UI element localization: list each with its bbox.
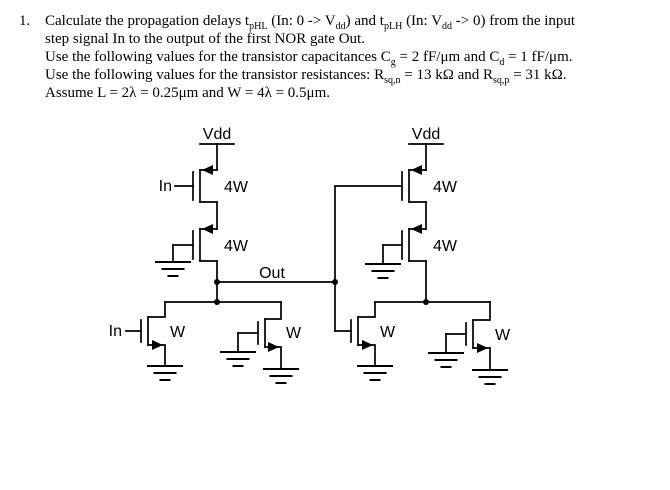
pmos-p1-symbol — [174, 165, 218, 203]
ground-symbol — [155, 261, 191, 277]
ground-symbol — [147, 365, 183, 381]
ground-symbol — [220, 351, 256, 367]
pmos-p3-symbol — [334, 165, 427, 203]
p2-pmos-arrow — [202, 224, 213, 234]
problem-line-1: Calculate the propagation delays tpHL (I… — [45, 13, 576, 32]
p1-size-label: 4W — [224, 179, 249, 196]
nmos-n3-symbol — [334, 301, 376, 367]
problem-statement: 1. Calculate the propagation delays tpHL… — [19, 12, 659, 102]
n2-drain-lead — [264, 301, 282, 320]
p4-size-label: 4W — [433, 238, 458, 255]
problem-text: Calculate the propagation delays tpHL (I… — [45, 12, 659, 102]
p3-pmos-arrow — [411, 165, 422, 175]
nmos-n1-symbol — [125, 301, 166, 367]
in-label-pmos1: In — [159, 178, 172, 195]
n4-source-lead — [472, 347, 491, 371]
problem-line-3: Use the following values for the transis… — [45, 49, 573, 68]
n4-nmos-arrow — [477, 343, 488, 353]
n2-nmos-arrow — [268, 342, 279, 352]
nmos-n2-symbol — [237, 301, 282, 370]
p3-size-label: 4W — [433, 179, 458, 196]
n4-size-label: W — [495, 327, 511, 344]
in-label-nmos1: In — [109, 323, 122, 340]
nmos-n4-symbol — [445, 301, 491, 371]
n3-source-lead — [357, 344, 376, 367]
out-label: Out — [259, 265, 285, 282]
junction-dot — [214, 279, 220, 285]
pmos-p4-symbol — [382, 224, 427, 265]
n2-source-lead — [264, 346, 282, 370]
problem-line-4: Use the following values for the transis… — [45, 67, 567, 86]
n1-drain-lead — [147, 301, 166, 318]
nor-gate-1: Vdd In 4W 4W Out — [109, 126, 338, 384]
n1-nmos-arrow — [152, 340, 163, 350]
p2-size-label: 4W — [224, 238, 249, 255]
n1-size-label: W — [170, 324, 186, 341]
vdd1-label: Vdd — [203, 126, 231, 143]
ground-symbol — [428, 352, 464, 368]
problem-number: 1. — [19, 13, 31, 29]
n4-drain-lead — [472, 301, 491, 321]
pmos-p2-symbol — [172, 224, 218, 263]
p4-pmos-arrow — [411, 224, 422, 234]
n2-size-label: W — [286, 325, 302, 342]
problem-line-5: Assume L = 2λ = 0.25μm and W = 4λ = 0.5μ… — [45, 85, 331, 101]
ground-symbol — [263, 368, 299, 384]
ground-symbol — [357, 365, 393, 381]
n3-size-label: W — [380, 324, 396, 341]
p1-pmos-arrow — [202, 165, 213, 175]
ground-symbol — [472, 369, 508, 385]
nor-gate-2: Vdd 4W 4W — [334, 126, 511, 385]
vdd2-label: Vdd — [412, 126, 440, 143]
ground-symbol — [365, 263, 401, 279]
n3-nmos-arrow — [362, 340, 373, 350]
n3-drain-lead — [357, 301, 376, 318]
problem-line-2: step signal In to the output of the firs… — [45, 31, 365, 47]
n1-source-lead — [147, 344, 166, 367]
